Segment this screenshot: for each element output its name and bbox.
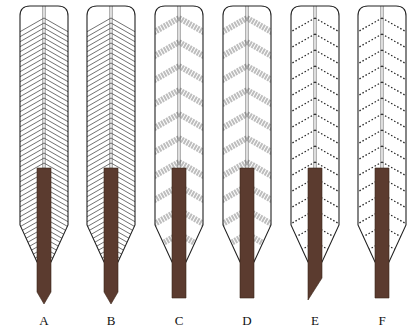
figure-letter: D (235, 313, 259, 328)
feather (16, 6, 72, 304)
figure-letter: A (32, 313, 56, 328)
figure-letter: F (370, 313, 394, 328)
arrow-shaft (37, 168, 51, 304)
feather (219, 6, 275, 298)
arrow-shaft (240, 168, 254, 298)
feather (354, 6, 410, 306)
feather (151, 6, 207, 298)
figure-letter: B (99, 313, 123, 328)
feather (83, 6, 139, 304)
arrow-shaft (308, 168, 322, 300)
feather (287, 6, 343, 306)
figure-letter: E (303, 313, 327, 328)
figure-letter: C (167, 313, 191, 328)
arrow-shaft (375, 168, 389, 298)
arrow-shaft (172, 168, 186, 298)
arrow-shaft (104, 168, 118, 304)
